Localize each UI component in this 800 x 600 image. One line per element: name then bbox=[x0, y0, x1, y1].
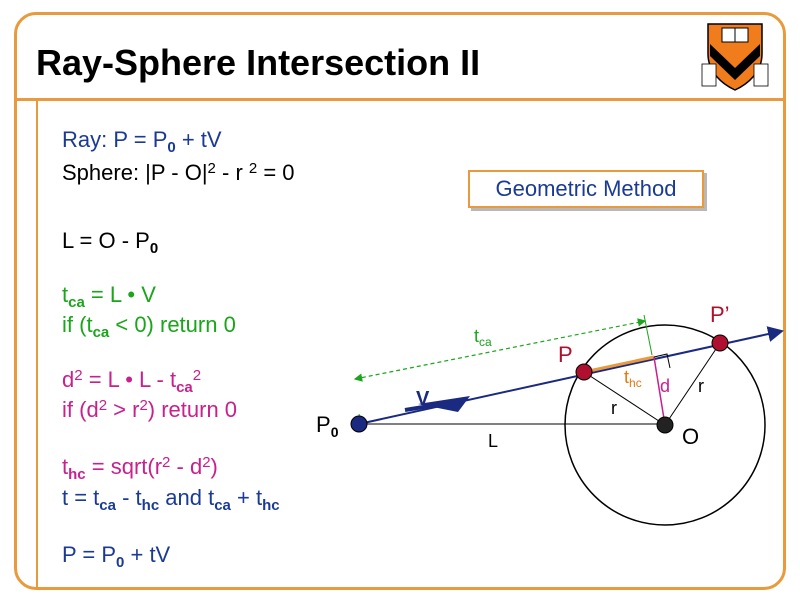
O-point bbox=[656, 416, 674, 434]
P-prime-label: P’ bbox=[710, 302, 730, 327]
P-prime-point bbox=[711, 334, 729, 352]
geometric-method-box: Geometric Method bbox=[468, 170, 704, 208]
L-label: L bbox=[488, 431, 498, 451]
ray-equation: Ray: P = P0 + tV bbox=[62, 127, 222, 156]
d-segment bbox=[653, 356, 666, 426]
slide-title: Ray-Sphere Intersection II bbox=[36, 42, 481, 83]
d2-test: if (d2 > r2) return 0 bbox=[62, 397, 238, 422]
P-point bbox=[575, 363, 593, 381]
P-label: P bbox=[558, 342, 573, 367]
princeton-shield-logo bbox=[701, 23, 769, 91]
slide-frame bbox=[14, 12, 786, 590]
t-equation: t = tca - thc and tca + thc bbox=[62, 485, 280, 514]
right-angle-marker bbox=[653, 353, 671, 369]
V-label: V bbox=[416, 388, 430, 410]
P0-label: P0 bbox=[316, 412, 339, 440]
sphere-circle bbox=[564, 324, 766, 526]
sphere-equation: Sphere: |P - O|2 - r 2 = 0 bbox=[62, 160, 295, 185]
P0-point bbox=[350, 415, 368, 433]
V-vector-shaft bbox=[404, 399, 461, 412]
title-divider bbox=[14, 98, 786, 101]
tca-test: if (tca < 0) return 0 bbox=[62, 312, 236, 341]
thc-segment bbox=[583, 355, 655, 374]
radius-line-right bbox=[664, 342, 721, 426]
P-equation: P = P0 + tV bbox=[62, 542, 171, 571]
r-label-left: r bbox=[611, 398, 617, 418]
L-equation: L = O - P0 bbox=[62, 228, 159, 257]
O-label: O bbox=[682, 424, 699, 449]
thc-label: thc bbox=[624, 367, 642, 390]
left-divider bbox=[36, 101, 38, 588]
r-label-right: r bbox=[698, 376, 704, 396]
tca-tick-end bbox=[643, 314, 653, 356]
d-label: d bbox=[660, 376, 670, 396]
tca-equation: tca = L • V bbox=[62, 282, 156, 311]
tca-label: tca bbox=[474, 326, 492, 349]
thc-equation: thc = sqrt(r2 - d2) bbox=[62, 454, 218, 483]
d2-equation: d2 = L • L - tca2 bbox=[62, 367, 202, 396]
tca-dimension-line bbox=[353, 318, 647, 382]
